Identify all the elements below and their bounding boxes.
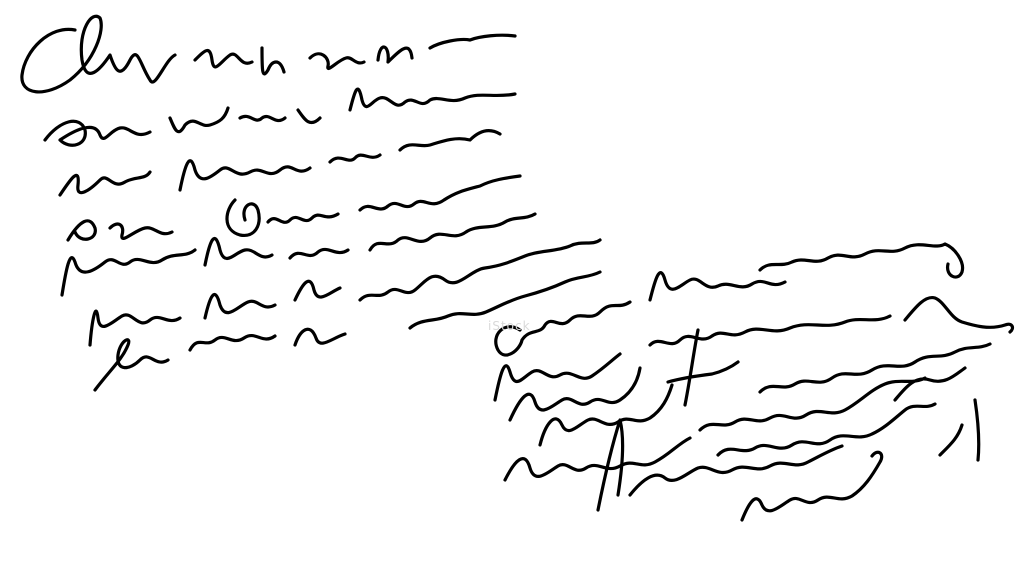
scribble-line xyxy=(193,46,366,76)
scribble-line xyxy=(493,352,622,402)
scribble-line xyxy=(348,87,517,112)
scribble-line xyxy=(698,376,927,432)
scribble-line xyxy=(66,219,174,242)
scribble-line xyxy=(328,129,502,164)
scribble-line xyxy=(358,174,522,212)
scribble-line xyxy=(503,436,692,482)
scribble-line xyxy=(358,238,602,302)
scribble-line xyxy=(893,366,981,462)
left-handwriting-block xyxy=(20,14,602,392)
scribble-line xyxy=(58,170,152,197)
scribble-line xyxy=(168,106,322,134)
scribble-line xyxy=(903,296,1015,334)
scribble-line xyxy=(60,248,197,297)
scribble-line xyxy=(203,236,350,267)
scribble-line xyxy=(508,366,642,422)
right-handwriting-block xyxy=(493,242,1015,522)
scribble-line xyxy=(43,119,152,147)
scribble-line xyxy=(666,328,740,407)
scribble-line xyxy=(740,450,884,522)
scribble-line xyxy=(408,270,602,330)
scribble-line xyxy=(225,198,340,237)
scribble-line xyxy=(716,402,937,457)
scribble-line xyxy=(648,271,787,302)
scribble-line xyxy=(203,279,342,320)
scribble-line xyxy=(628,444,844,497)
scribble-line xyxy=(376,33,517,64)
scribble-line xyxy=(368,212,537,252)
scribble-line xyxy=(538,383,674,447)
scribble-line xyxy=(494,300,632,357)
scribble-line xyxy=(93,338,170,392)
scribble-line xyxy=(596,418,625,512)
watermark-text: iStock xyxy=(488,319,531,333)
scribble-line xyxy=(20,14,177,94)
scribble-line xyxy=(648,314,892,347)
scribble-line xyxy=(188,327,347,352)
scribble-line xyxy=(758,242,965,279)
scribble-line xyxy=(758,342,992,394)
scribble-line xyxy=(178,159,312,192)
scribble-line xyxy=(88,309,182,347)
